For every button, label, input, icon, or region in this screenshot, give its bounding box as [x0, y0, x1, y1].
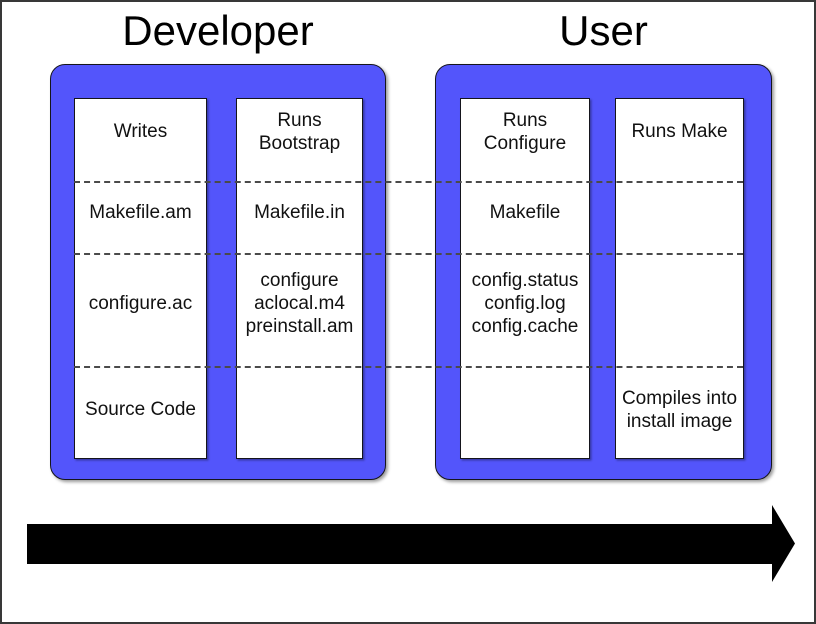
- dashed-divider-3: [74, 366, 743, 368]
- dashed-divider-1: [74, 181, 743, 183]
- timeline-arrow-shape: [27, 505, 795, 582]
- cell-user-config-files: config.status config.log config.cache: [471, 270, 579, 337]
- cell-user-compiles-into: Compiles into install image: [621, 387, 738, 432]
- user-title: User: [559, 7, 648, 54]
- cell-user-empty-1: [461, 369, 589, 458]
- cell-dev-configure-files: configure aclocal.m4 preinstall.am: [245, 270, 354, 337]
- cell-dev-empty: [237, 369, 362, 458]
- cell-dev-writes: Writes: [113, 121, 168, 142]
- developer-title: Developer: [122, 7, 314, 54]
- developer-bootstrap-column: Runs Bootstrap Makefile.in configure acl…: [236, 98, 363, 459]
- user-configure-column: Runs Configure Makefile config.status co…: [460, 98, 590, 459]
- cell-user-empty-2: [616, 184, 743, 256]
- cell-user-makefile: Makefile: [489, 201, 561, 223]
- user-panel: Runs Configure Makefile config.status co…: [435, 64, 772, 480]
- cell-user-runs-make: Runs Make: [631, 121, 728, 142]
- cell-dev-configure-ac: configure.ac: [88, 293, 193, 314]
- developer-writes-column: Writes Makefile.am configure.ac Source C…: [74, 98, 207, 459]
- timeline-arrow-icon: [27, 505, 795, 582]
- cell-dev-source-code: Source Code: [85, 399, 196, 420]
- cell-dev-makefile-in: Makefile.in: [254, 201, 345, 223]
- developer-panel: Writes Makefile.am configure.ac Source C…: [50, 64, 386, 480]
- user-make-column: Runs Make Compiles into install image: [615, 98, 744, 459]
- dashed-divider-2: [74, 253, 743, 255]
- cell-dev-makefile-am: Makefile.am: [89, 201, 192, 223]
- cell-user-empty-3: [616, 256, 743, 369]
- cell-user-runs-configure: Runs Configure: [483, 109, 567, 154]
- cell-dev-runs-bootstrap: Runs Bootstrap: [258, 109, 341, 154]
